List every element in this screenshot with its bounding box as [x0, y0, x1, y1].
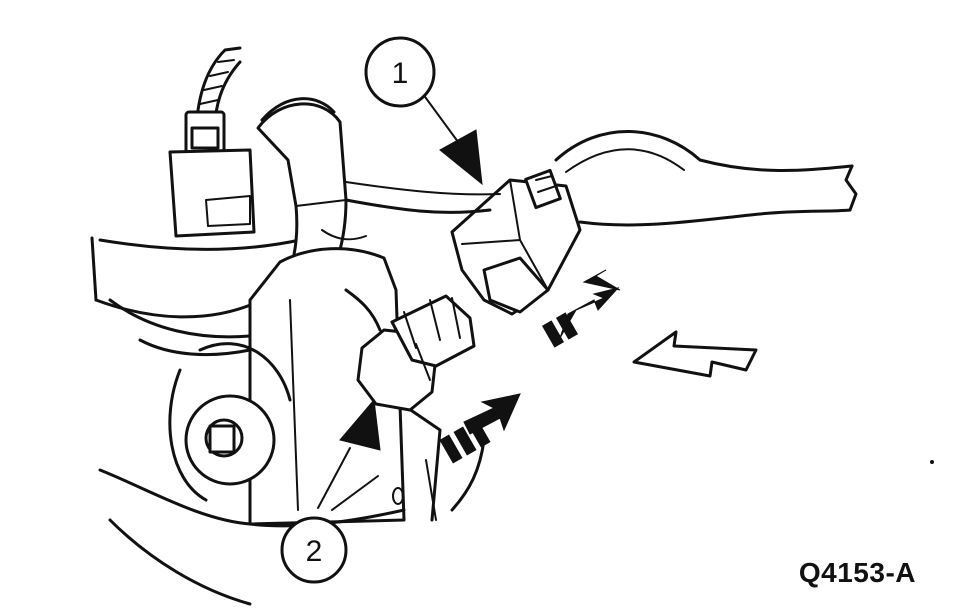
engine-block	[98, 247, 486, 606]
tube-lower-edge	[94, 298, 264, 319]
pull-direction-arrow	[632, 330, 758, 378]
squeeze-arrow-lower	[439, 393, 521, 464]
callout-1: 1	[364, 36, 436, 108]
callout-2-leader	[317, 398, 381, 511]
sensor-body	[168, 148, 256, 238]
wire-harness	[344, 130, 858, 227]
hex-connector	[356, 294, 476, 412]
callout-1-leader	[419, 89, 483, 186]
tube-upper-edge	[98, 238, 302, 251]
tube-end	[90, 236, 98, 302]
plug-connector	[450, 168, 582, 316]
callout-2: 2	[280, 516, 348, 584]
figure-id-label: Q4153-A	[798, 557, 916, 588]
callout-1-label: 1	[392, 57, 409, 90]
callout-2-label: 2	[306, 535, 323, 568]
wire-loom	[184, 46, 242, 156]
squeeze-arrow-upper	[541, 269, 621, 348]
speck	[930, 460, 934, 464]
